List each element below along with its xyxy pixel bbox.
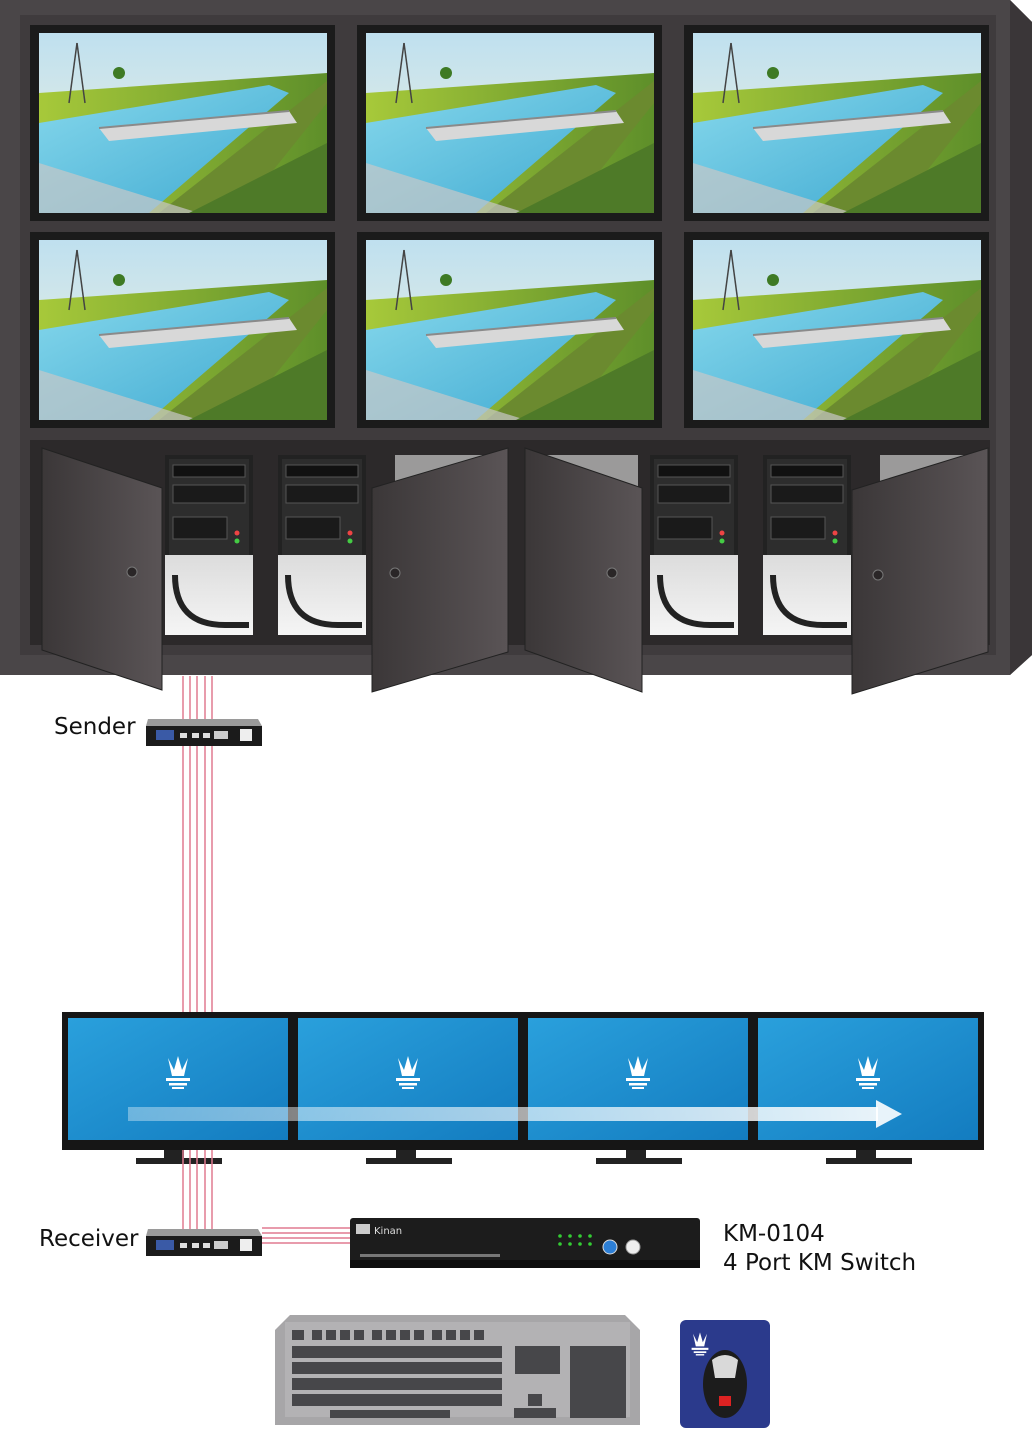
cabinet-door-4: [851, 447, 989, 695]
switch-port-button[interactable]: [602, 1239, 618, 1255]
monitor-1: [62, 1012, 294, 1164]
switch-brand-text: Kinan: [374, 1226, 402, 1237]
switch-hotkey-button[interactable]: [625, 1239, 641, 1255]
sender-device: [146, 719, 262, 746]
cabinet-door-2: [371, 447, 509, 693]
computer-tower-2: [278, 455, 366, 635]
computer-tower-4: [763, 455, 851, 635]
receiver-device: [146, 1229, 262, 1256]
computer-tower-1: [165, 455, 253, 635]
video-wall-screens: [30, 25, 989, 428]
wall-screen-2: [357, 25, 662, 221]
monitor-2: [292, 1012, 524, 1164]
wall-screen-6: [684, 232, 989, 428]
switch-model-label: KM-0104: [723, 1221, 825, 1247]
wall-screen-1: [30, 25, 335, 221]
wall-screen-5: [357, 232, 662, 428]
receiver-label: Receiver: [39, 1226, 139, 1252]
sender-label: Sender: [54, 714, 136, 740]
cables-switch: [262, 1227, 350, 1244]
monitor-3: [522, 1012, 754, 1164]
computer-tower-3: [650, 455, 738, 635]
cabinet-doors: [41, 447, 989, 695]
cabinet-door-1: [41, 447, 163, 691]
wall-screen-3: [684, 25, 989, 221]
arrow-right-icon: [128, 1100, 902, 1128]
mouse-pad: [680, 1320, 770, 1428]
cables-top: [182, 676, 213, 720]
cables-bottom: [182, 1150, 213, 1230]
keyboard: [275, 1315, 640, 1425]
monitor-4: [752, 1012, 984, 1164]
cables-middle: [182, 746, 213, 1012]
switch-description-label: 4 Port KM Switch: [723, 1250, 917, 1276]
computer-bay: [30, 440, 990, 645]
km-switch: Kinan: [350, 1218, 700, 1268]
wall-screen-4: [30, 232, 335, 428]
monitor-array: [62, 1012, 984, 1164]
cabinet-door-3: [524, 447, 643, 693]
mouse-icon: [703, 1350, 747, 1418]
